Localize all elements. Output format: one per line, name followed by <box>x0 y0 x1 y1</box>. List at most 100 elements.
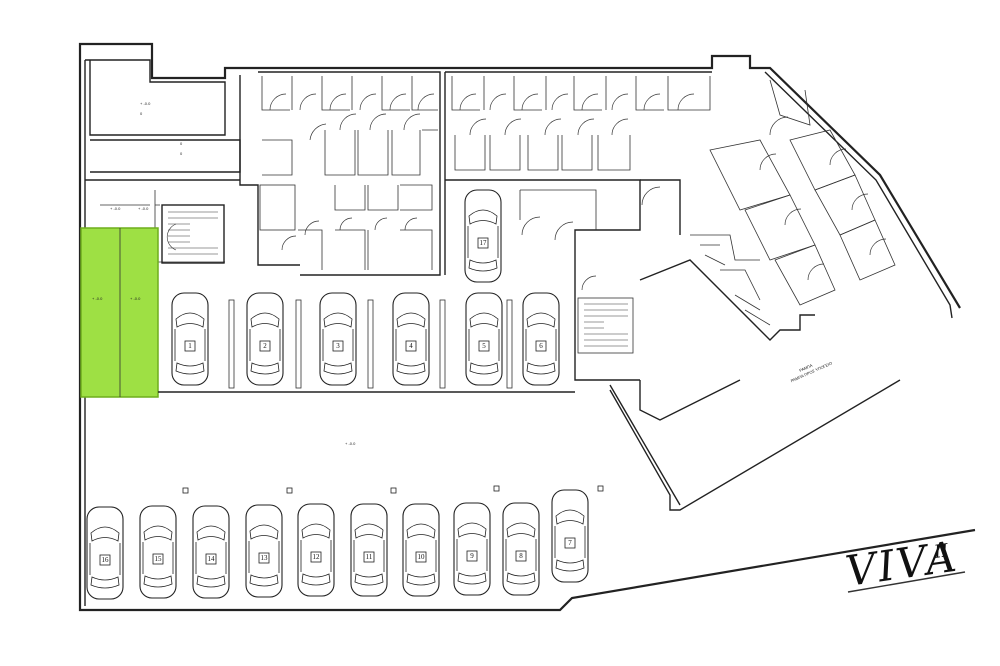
space-number-box <box>258 552 270 564</box>
outer-walls <box>78 42 976 612</box>
parking-space[interactable]: 13 <box>245 504 283 598</box>
car-windows <box>468 312 500 375</box>
parking-spaces-bottom-row: 16 15 14 13 12 11 10 9 8 7 <box>86 489 589 600</box>
car-icon <box>522 292 560 386</box>
space-number: 4 <box>409 342 413 350</box>
storage-rooms-middle <box>239 71 441 276</box>
logo-suffix: II <box>932 540 951 563</box>
space-number: 1 <box>188 342 192 350</box>
space-number: 7 <box>568 539 572 547</box>
space-number-box <box>405 340 417 352</box>
top-left-block: + -0.0 0 0 0 + -0.0 + -0.0 <box>85 59 241 263</box>
stair-left <box>161 204 225 264</box>
parking-space[interactable]: 11 <box>350 503 388 597</box>
car-windows <box>405 523 437 586</box>
parking-space[interactable]: 7 <box>551 489 589 583</box>
space-number: 9 <box>470 552 474 560</box>
parking-space[interactable]: 4 <box>392 292 430 386</box>
car-windows <box>195 525 227 588</box>
highlighted-area-fill[interactable] <box>80 227 159 398</box>
parking-space[interactable]: 8 <box>502 502 540 596</box>
car-windows <box>505 522 537 585</box>
car-icon <box>246 292 284 386</box>
parking-space[interactable]: 6 <box>522 292 560 386</box>
car-windows <box>322 312 354 375</box>
space-number: 10 <box>418 553 426 561</box>
parking-space[interactable]: 1 <box>171 292 209 386</box>
space-number-box <box>415 551 427 563</box>
car-windows <box>395 312 427 375</box>
car-icon <box>392 292 430 386</box>
parking-space[interactable]: 16 <box>86 506 124 600</box>
car-windows <box>467 209 499 272</box>
space-number-box <box>205 553 217 565</box>
parking-space[interactable]: 5 <box>465 292 503 386</box>
car-icon <box>464 189 502 283</box>
stair-center <box>574 275 640 381</box>
car-windows <box>142 525 174 588</box>
car-windows <box>174 312 206 375</box>
svg-text:0: 0 <box>180 151 183 156</box>
space-number: 8 <box>519 552 523 560</box>
space-number: 3 <box>336 342 340 350</box>
parking-space[interactable]: 10 <box>402 503 440 597</box>
car-icon <box>171 292 209 386</box>
space-number-box <box>152 553 164 565</box>
ramp-label: ΡΑΜΠΑ ΡΑΜΠΑ ΠΡΟΣ ΥΠΟΓΕΙΟ <box>790 361 833 384</box>
space-number: 16 <box>102 556 110 564</box>
space-number: 17 <box>480 239 488 247</box>
space-number: 2 <box>263 342 267 350</box>
space-number-box <box>515 550 527 562</box>
svg-text:+ -0.0: + -0.0 <box>140 101 151 106</box>
svg-text:+ -0.0: + -0.0 <box>345 441 356 446</box>
car-icon <box>350 503 388 597</box>
space-number: 14 <box>208 555 216 563</box>
parking-space[interactable]: 14 <box>192 505 230 599</box>
car-icon <box>139 505 177 599</box>
parking-space[interactable]: 12 <box>297 503 335 597</box>
car-icon <box>319 292 357 386</box>
car-icon <box>86 506 124 600</box>
space-number: 13 <box>261 554 269 562</box>
space-number-box <box>478 340 490 352</box>
car-windows <box>248 524 280 587</box>
car-windows <box>89 526 121 589</box>
space-number-box <box>184 340 196 352</box>
space-number: 12 <box>313 553 321 561</box>
space-number: 15 <box>155 555 163 563</box>
storage-rooms-right <box>444 71 712 280</box>
parking-space[interactable]: 2 <box>246 292 284 386</box>
car-windows <box>525 312 557 375</box>
parking-space[interactable]: 15 <box>139 505 177 599</box>
car-icon <box>297 503 335 597</box>
svg-text:+ -0.0: + -0.0 <box>92 296 103 301</box>
space-number-box <box>99 554 111 566</box>
car-icon <box>192 505 230 599</box>
ramp-note-title: ΡΑΜΠΑ <box>798 363 813 373</box>
car-icon <box>551 489 589 583</box>
parking-space[interactable]: 3 <box>319 292 357 386</box>
car-windows <box>300 523 332 586</box>
space-number-box <box>363 551 375 563</box>
space-number-box <box>466 550 478 562</box>
svg-text:0: 0 <box>180 141 183 146</box>
car-windows <box>249 312 281 375</box>
svg-text:+ -0.0: + -0.0 <box>138 206 149 211</box>
svg-text:0: 0 <box>140 111 143 116</box>
car-windows <box>456 522 488 585</box>
space-number-box <box>564 537 576 549</box>
car-icon <box>453 502 491 596</box>
parking-spaces-ramp-side: 17 <box>464 189 502 283</box>
svg-text:+ -0.0: + -0.0 <box>110 206 121 211</box>
parking-space[interactable]: 9 <box>453 502 491 596</box>
space-number-box <box>310 551 322 563</box>
parking-space[interactable]: 17 <box>464 189 502 283</box>
space-number-box <box>535 340 547 352</box>
right-wing-rooms <box>639 79 896 421</box>
viva-logo: VIVA II <box>843 532 966 596</box>
highlighted-storage-area[interactable]: + -0.0 + -0.0 <box>80 227 159 398</box>
car-icon <box>502 502 540 596</box>
space-number-box <box>259 340 271 352</box>
car-windows <box>554 509 586 572</box>
